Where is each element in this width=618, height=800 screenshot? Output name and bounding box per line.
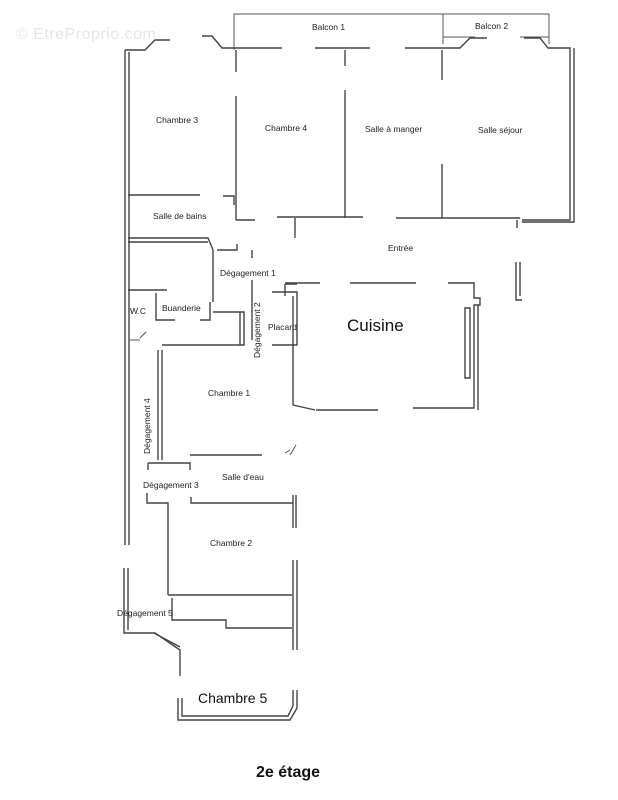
label-salle-deau: Salle d'eau bbox=[222, 472, 264, 482]
label-placard: Placard bbox=[268, 322, 297, 332]
label-degagement-5: Dégagement 5 bbox=[117, 608, 173, 618]
label-wc: W.C bbox=[130, 306, 147, 316]
label-degagement-1: Dégagement 1 bbox=[220, 268, 276, 278]
label-balcon-2: Balcon 2 bbox=[475, 21, 509, 31]
label-chambre-3: Chambre 3 bbox=[156, 115, 199, 125]
label-salle-de-bains: Salle de bains bbox=[153, 211, 207, 221]
label-chambre-1: Chambre 1 bbox=[208, 388, 251, 398]
label-cuisine: Cuisine bbox=[347, 316, 404, 335]
label-chambre-5: Chambre 5 bbox=[198, 690, 268, 706]
label-degagement-3: Dégagement 3 bbox=[143, 480, 199, 490]
label-buanderie: Buanderie bbox=[162, 303, 201, 313]
label-chambre-4: Chambre 4 bbox=[265, 123, 308, 133]
watermark: © EtreProprio.com bbox=[16, 26, 157, 43]
label-entree: Entrée bbox=[388, 243, 414, 253]
label-degagement-2: Dégagement 2 bbox=[252, 302, 262, 358]
label-balcon-1: Balcon 1 bbox=[312, 22, 346, 32]
floor-title: 2e étage bbox=[256, 764, 321, 781]
label-salle-sejour: Salle séjour bbox=[478, 125, 523, 135]
label-salle-a-manger: Salle à manger bbox=[365, 124, 423, 134]
label-degagement-4: Dégagement 4 bbox=[142, 398, 152, 454]
label-chambre-2: Chambre 2 bbox=[210, 538, 253, 548]
